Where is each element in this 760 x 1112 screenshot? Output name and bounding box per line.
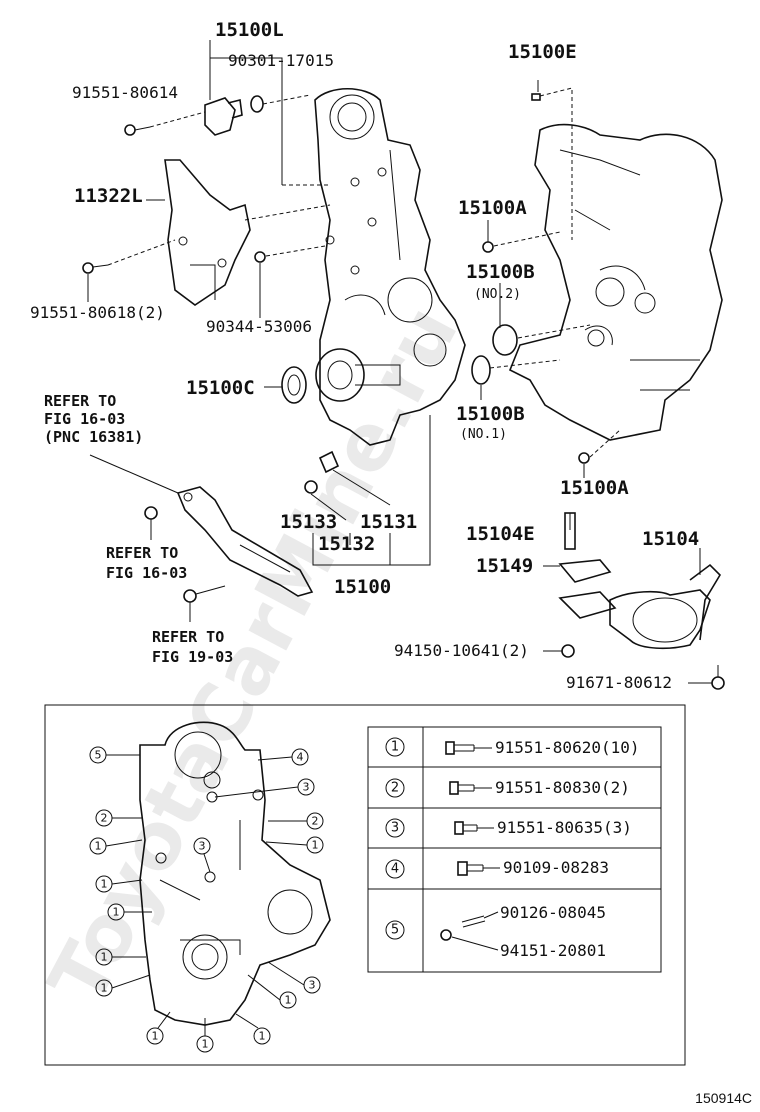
timing-cover bbox=[314, 88, 466, 446]
svg-text:91551-80830(2): 91551-80830(2) bbox=[495, 778, 630, 797]
label-15133: 15133 bbox=[280, 511, 337, 533]
callout-5: 5 bbox=[89, 746, 107, 764]
svg-text:1: 1 bbox=[285, 994, 292, 1007]
svg-text:91551-80620(10): 91551-80620(10) bbox=[495, 738, 640, 757]
svg-text:1: 1 bbox=[95, 840, 102, 853]
label-no1: (NO.1) bbox=[460, 427, 507, 442]
legend-row-1: 1 91551-80620(10) bbox=[385, 737, 640, 757]
callout-3: 3 bbox=[297, 778, 315, 796]
svg-text:90126-08045: 90126-08045 bbox=[500, 903, 606, 922]
svg-text:1: 1 bbox=[312, 839, 319, 852]
svg-text:2: 2 bbox=[391, 781, 399, 796]
fastener-legend-table: 1 91551-80620(10) 2 91551-80830(2) 3 915… bbox=[367, 726, 662, 973]
svg-text:94151-20801: 94151-20801 bbox=[500, 941, 606, 960]
nut-icon bbox=[440, 929, 452, 941]
small-fasteners bbox=[82, 93, 590, 603]
svg-text:3: 3 bbox=[199, 840, 206, 853]
svg-text:5: 5 bbox=[391, 923, 399, 938]
svg-text:1: 1 bbox=[101, 951, 108, 964]
label-91551-80614: 91551-80614 bbox=[72, 83, 178, 102]
stud-bolt-icon bbox=[457, 861, 484, 876]
svg-text:1: 1 bbox=[113, 906, 120, 919]
callout-2: 2 bbox=[306, 812, 324, 830]
legend-row-5: 5 90126-08045 94151-20801 bbox=[385, 903, 606, 960]
bolt-icon bbox=[449, 781, 475, 795]
label-94150-10641: 94150-10641(2) bbox=[394, 641, 529, 660]
label-15100: 15100 bbox=[334, 576, 391, 598]
svg-text:3: 3 bbox=[303, 781, 310, 794]
engine-bracket bbox=[176, 486, 314, 597]
label-91671-80612: 91671-80612 bbox=[566, 673, 672, 692]
label-15100B-top: 15100B bbox=[466, 261, 535, 283]
label-15100E: 15100E bbox=[508, 41, 577, 63]
label-15100C: 15100C bbox=[186, 377, 255, 399]
svg-text:90109-08283: 90109-08283 bbox=[503, 858, 609, 877]
inset-frame bbox=[44, 704, 686, 1066]
refer-fig-16-03-pnc-line2: FIG 16-03 bbox=[44, 410, 125, 428]
svg-text:1: 1 bbox=[152, 1030, 159, 1043]
legend-row-2: 2 91551-80830(2) bbox=[385, 778, 630, 798]
svg-text:1: 1 bbox=[391, 740, 399, 755]
label-15100A-bot: 15100A bbox=[560, 477, 629, 499]
bolt-icon bbox=[454, 821, 478, 835]
label-15131: 15131 bbox=[360, 511, 417, 533]
svg-text:1: 1 bbox=[101, 878, 108, 891]
label-15104: 15104 bbox=[642, 528, 699, 550]
label-11322L: 11322L bbox=[74, 185, 143, 207]
refer-fig-19-03-line1: REFER TO bbox=[152, 628, 224, 646]
label-no2: (NO.2) bbox=[474, 287, 521, 302]
svg-text:1: 1 bbox=[202, 1038, 209, 1051]
svg-text:4: 4 bbox=[297, 751, 304, 764]
svg-text:3: 3 bbox=[391, 821, 399, 836]
svg-text:1: 1 bbox=[101, 982, 108, 995]
refer-fig-16-03-line2: FIG 16-03 bbox=[106, 564, 187, 582]
callout-1: 1 bbox=[253, 1027, 271, 1045]
svg-text:4: 4 bbox=[391, 862, 399, 877]
engine-block-outline bbox=[508, 123, 723, 441]
svg-text:5: 5 bbox=[95, 749, 102, 762]
callout-4: 4 bbox=[291, 748, 309, 766]
callout-3: 3 bbox=[303, 976, 321, 994]
legend-row-4: 4 90109-08283 bbox=[385, 858, 609, 879]
callout-1: 1 bbox=[306, 836, 324, 854]
callout-1: 1 bbox=[146, 1027, 164, 1045]
bolt-icon bbox=[445, 741, 475, 755]
label-15149: 15149 bbox=[476, 555, 533, 577]
label-15100B-bot: 15100B bbox=[456, 403, 525, 425]
label-15132: 15132 bbox=[318, 533, 375, 555]
label-91551-80618: 91551-80618(2) bbox=[30, 303, 165, 322]
inset-cover-drawing bbox=[139, 721, 331, 1026]
legend-row-3: 3 91551-80635(3) bbox=[385, 818, 632, 838]
callout-2: 2 bbox=[95, 809, 113, 827]
svg-text:3: 3 bbox=[309, 979, 316, 992]
svg-text:91551-80635(3): 91551-80635(3) bbox=[497, 818, 632, 837]
callout-3: 3 bbox=[193, 837, 211, 855]
label-15104E: 15104E bbox=[466, 523, 535, 545]
svg-text:1: 1 bbox=[259, 1030, 266, 1043]
refer-fig-16-03-pnc-line3: (PNC 16381) bbox=[44, 428, 143, 446]
label-90344-53006: 90344-53006 bbox=[206, 317, 312, 336]
label-15100A-top: 15100A bbox=[458, 197, 527, 219]
refer-fig-16-03-pnc-line1: REFER TO bbox=[44, 392, 116, 410]
timing-cover-plate-11322L bbox=[164, 159, 251, 306]
diagram-code: 150914C bbox=[695, 1090, 752, 1106]
refer-fig-16-03-line1: REFER TO bbox=[106, 544, 178, 562]
refer-fig-19-03-line2: FIG 19-03 bbox=[152, 648, 233, 666]
leader-lines bbox=[87, 40, 712, 684]
svg-text:2: 2 bbox=[101, 812, 108, 825]
label-15100L: 15100L bbox=[215, 19, 284, 41]
callout-1: 1 bbox=[196, 1035, 214, 1053]
stud-icon bbox=[461, 915, 486, 928]
callout-1: 1 bbox=[279, 991, 297, 1009]
inset-callouts: 5 4 3 2 2 1 1 3 1 1 1 1 1 3 1 1 1 bbox=[89, 746, 324, 1053]
svg-text:2: 2 bbox=[312, 815, 319, 828]
label-90301-17015: 90301-17015 bbox=[228, 51, 334, 70]
